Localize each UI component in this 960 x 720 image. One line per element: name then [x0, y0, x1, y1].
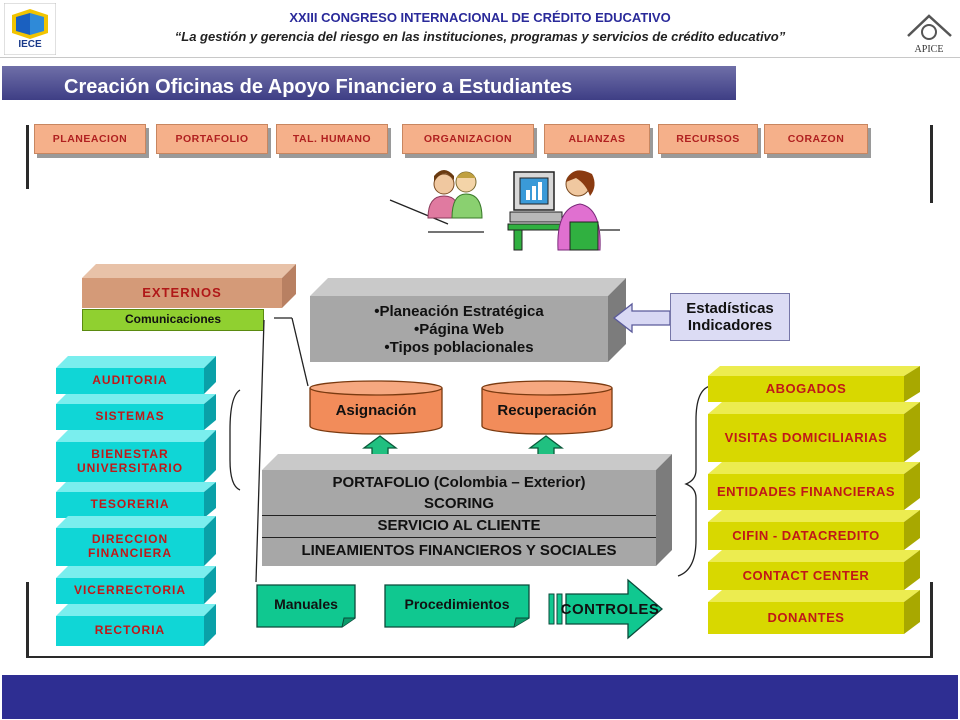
bottom-right-bracket — [930, 582, 933, 658]
right-box-entidades: ENTIDADES FINANCIERAS — [708, 462, 920, 510]
procedimientos-box-shape — [384, 584, 530, 628]
bottom-left-bracket — [26, 582, 29, 658]
controles-label: CONTROLES — [560, 601, 660, 619]
cylinder-recuperacion — [481, 380, 613, 435]
planning-item-web: •Página Web — [414, 320, 504, 338]
procedimientos-label: Procedimientos — [404, 595, 510, 612]
tab-alianzas[interactable]: ALIANZAS — [544, 124, 650, 154]
header-congress-subtitle: “La gestión y gerencia del riesgo en las… — [174, 29, 786, 44]
apice-logo-icon: APICE — [902, 10, 957, 56]
tab-planeacion[interactable]: PLANEACION — [34, 124, 146, 154]
left-label-vicerrectoria: VICERRECTORIA — [56, 578, 204, 604]
top-right-bracket — [930, 125, 933, 203]
right-label-contact: CONTACT CENTER — [708, 562, 904, 590]
people-icon — [389, 160, 486, 240]
top-left-bracket — [26, 125, 29, 189]
comunicaciones-label: Comunicaciones — [82, 309, 264, 331]
footer-bar — [2, 675, 958, 719]
left-label-rectoria: RECTORIA — [56, 616, 204, 646]
portfolio-line-lineamientos: LINEAMIENTOS FINANCIEROS Y SOCIALES — [301, 542, 617, 560]
stats-box: Estadísticas Indicadores — [670, 293, 790, 341]
manuales-box-shape — [256, 584, 356, 628]
cylinder-asignacion-label: Asignación — [335, 402, 417, 420]
right-label-abogados: ABOGADOS — [708, 376, 904, 402]
left-box-auditoria: AUDITORIA — [56, 356, 216, 394]
left-box-tesoreria: TESORERIA — [56, 482, 216, 518]
right-box-donantes: DONANTES — [708, 590, 920, 634]
tab-corazon[interactable]: CORAZON — [764, 124, 868, 154]
computer-user-icon — [507, 170, 620, 251]
tab-portafolio[interactable]: PORTAFOLIO — [156, 124, 268, 154]
bottom-rule — [26, 656, 933, 658]
right-label-entidades: ENTIDADES FINANCIERAS — [708, 474, 904, 510]
iece-logo-icon: IECE — [4, 3, 56, 55]
arrow-left-icon — [612, 302, 671, 334]
right-label-visitas: VISITAS DOMICILIARIAS — [708, 414, 904, 462]
planning-box: •Planeación Estratégica •Página Web •Tip… — [310, 278, 626, 362]
left-connectors — [229, 317, 309, 583]
portfolio-line-portafolio: PORTAFOLIO (Colombia – Exterior) — [332, 474, 586, 492]
left-box-vicerrectoria: VICERRECTORIA — [56, 566, 216, 604]
tab-talento-humano[interactable]: TAL. HUMANO — [276, 124, 388, 154]
left-label-auditoria: AUDITORIA — [56, 368, 204, 394]
page-title: Creación Oficinas de Apoyo Financiero a … — [64, 76, 573, 98]
left-label-tesoreria: TESORERIA — [56, 492, 204, 518]
left-label-direccion: DIRECCION FINANCIERA — [56, 528, 204, 566]
right-label-cifin: CIFIN - DATACREDITO — [708, 522, 904, 550]
portfolio-stack: PORTAFOLIO (Colombia – Exterior) SCORING… — [262, 454, 672, 566]
logo-left-text: IECE — [18, 39, 42, 50]
left-box-bienestar: BIENESTAR UNIVERSITARIO — [56, 430, 216, 482]
right-label-donantes: DONANTES — [708, 602, 904, 634]
logo-right-text: APICE — [915, 44, 944, 55]
tab-recursos[interactable]: RECURSOS — [658, 124, 758, 154]
left-label-bienestar: BIENESTAR UNIVERSITARIO — [56, 442, 204, 482]
left-label-sistemas: SISTEMAS — [56, 404, 204, 430]
portfolio-line-servicio: SERVICIO AL CLIENTE — [377, 517, 541, 535]
arrow-right-icon — [548, 578, 664, 640]
portfolio-line-scoring: SCORING — [423, 495, 494, 513]
right-box-visitas: VISITAS DOMICILIARIAS — [708, 402, 920, 462]
right-box-contact: CONTACT CENTER — [708, 550, 920, 590]
left-box-sistemas: SISTEMAS — [56, 394, 216, 430]
header-congress-title: XXIII CONGRESO INTERNACIONAL DE CRÉDITO … — [289, 10, 671, 25]
externos-box: EXTERNOS — [82, 264, 296, 308]
right-box-abogados: ABOGADOS — [708, 366, 920, 402]
cylinder-asignacion — [309, 380, 443, 435]
planning-item-estrategica: •Planeación Estratégica — [374, 302, 544, 320]
stats-line-indicadores: Indicadores — [687, 317, 773, 334]
tab-organizacion[interactable]: ORGANIZACION — [402, 124, 534, 154]
header — [0, 0, 960, 58]
cylinder-recuperacion-label: Recuperación — [497, 402, 597, 420]
left-box-rectoria: RECTORIA — [56, 604, 216, 646]
stats-line-estadisticas: Estadísticas — [686, 299, 774, 317]
right-box-cifin: CIFIN - DATACREDITO — [708, 510, 920, 550]
right-connectors — [677, 385, 711, 577]
planning-item-poblacionales: •Tipos poblacionales — [384, 338, 534, 356]
manuales-label: Manuales — [274, 595, 338, 612]
title-bar — [2, 66, 736, 100]
left-box-direccion: DIRECCION FINANCIERA — [56, 516, 216, 566]
externos-label: EXTERNOS — [82, 278, 282, 308]
